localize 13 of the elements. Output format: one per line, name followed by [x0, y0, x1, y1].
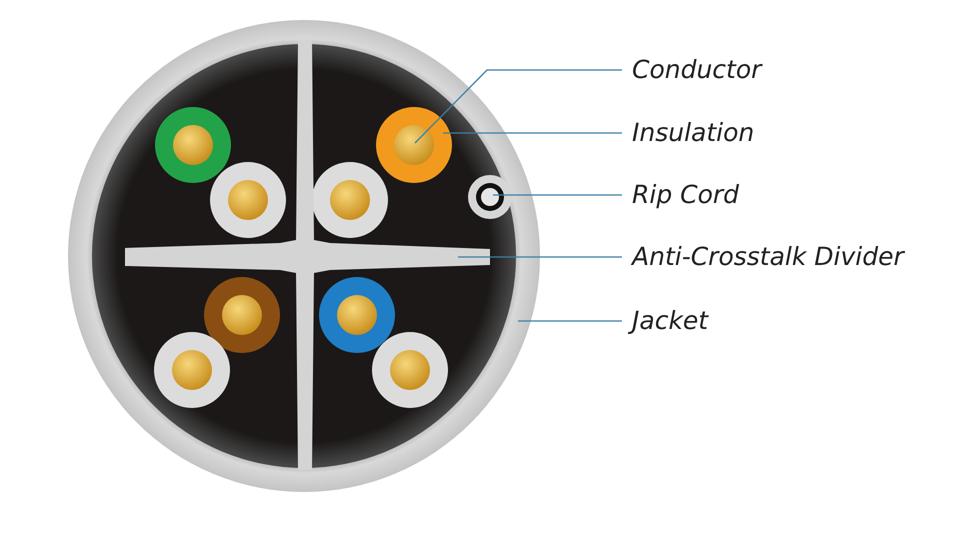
insulation-ring	[376, 107, 452, 183]
part-label: Conductor	[632, 55, 762, 85]
part-label: Anti-Crosstalk Divider	[632, 242, 904, 272]
leader-line	[518, 320, 622, 322]
leader-line	[414, 69, 622, 144]
part-label: Insulation	[632, 118, 754, 148]
jacket-ring	[68, 20, 540, 492]
conductor-circle	[394, 125, 434, 165]
part-label: Rip Cord	[632, 180, 740, 210]
leader-line	[458, 256, 622, 258]
leader-line	[493, 194, 622, 196]
rip-cord	[468, 175, 512, 219]
leader-line	[443, 132, 622, 134]
